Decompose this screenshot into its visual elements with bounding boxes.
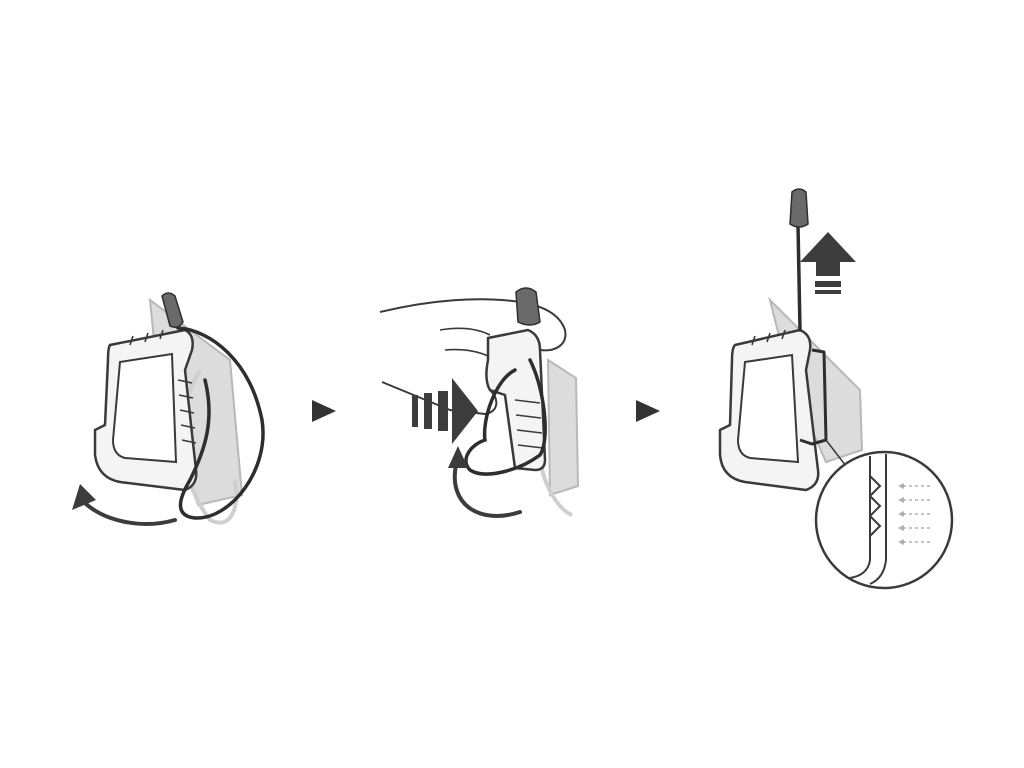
top-tabs bbox=[129, 329, 164, 346]
push-right-arrow bbox=[412, 378, 478, 444]
pull-tab bbox=[515, 287, 541, 326]
zoom-ridges bbox=[869, 475, 882, 537]
zoom-detail-arrows bbox=[898, 483, 930, 545]
play-triangle-icon bbox=[312, 400, 336, 422]
hand-fingers bbox=[439, 327, 491, 357]
curved-up-arrow bbox=[452, 463, 522, 518]
curved-rotate-arrowhead bbox=[72, 484, 96, 510]
pull-tab bbox=[161, 292, 184, 329]
zoom-connector bbox=[825, 439, 847, 467]
elastic-cord-upper bbox=[796, 223, 802, 332]
spine-ridges bbox=[514, 399, 544, 449]
top-tabs bbox=[751, 329, 786, 346]
curved-rotate-arrow bbox=[80, 498, 177, 526]
carabiner-inner bbox=[736, 353, 800, 464]
zoom-spine-outline bbox=[849, 454, 887, 585]
carabiner-inner bbox=[111, 352, 178, 464]
step-1-panel bbox=[72, 292, 265, 526]
curved-up-arrowhead bbox=[448, 446, 468, 468]
elastic-cord bbox=[464, 358, 547, 476]
hand-outline bbox=[379, 298, 567, 415]
play-triangle-icon bbox=[636, 400, 660, 422]
step-2-panel bbox=[379, 287, 580, 518]
spine-ridges bbox=[177, 379, 197, 444]
wall-plate bbox=[546, 358, 580, 497]
pull-up-arrow bbox=[800, 232, 856, 294]
pull-tab bbox=[789, 188, 809, 228]
step-3-panel bbox=[718, 188, 954, 590]
elastic-cord bbox=[176, 326, 265, 520]
zoom-detail-circle bbox=[814, 450, 954, 590]
